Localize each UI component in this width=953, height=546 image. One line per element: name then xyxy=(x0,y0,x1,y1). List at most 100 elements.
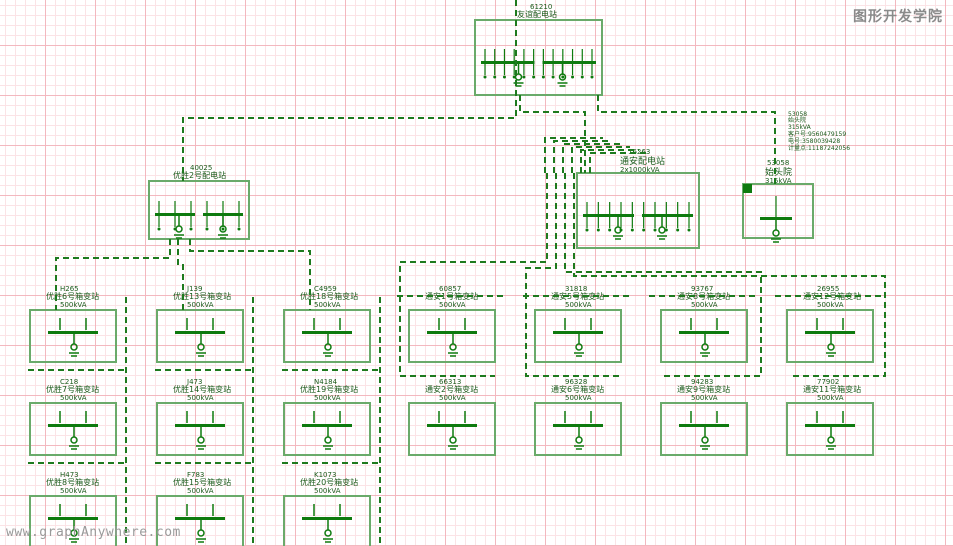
busbar xyxy=(427,424,477,427)
terminal-icon xyxy=(571,75,575,79)
ss-c-info-customer: 客户号:9560479159 xyxy=(788,130,846,138)
unit-id: F783 xyxy=(187,471,204,479)
unit-frame xyxy=(660,402,748,456)
ss-b-name: 通安配电站 xyxy=(620,155,665,167)
ss-c-substation xyxy=(742,183,814,243)
feeder-ss-b-parallel xyxy=(553,140,612,173)
unit-frame xyxy=(283,309,371,363)
transformer-icon xyxy=(175,225,183,233)
terminal-icon xyxy=(205,227,209,231)
ss-a-name: 优胜2号配电站 xyxy=(173,170,226,180)
terminal-icon xyxy=(237,227,241,231)
terminal-icon xyxy=(561,75,565,79)
transformer-icon xyxy=(324,436,332,444)
unit-name: 优胜7号箱变站 xyxy=(46,384,99,394)
unit-id: C4959 xyxy=(314,285,337,293)
unit-capacity: 500kVA xyxy=(691,394,718,402)
transformer-icon xyxy=(558,73,567,81)
unit-id: N4184 xyxy=(314,378,338,386)
transformer-icon xyxy=(449,436,457,444)
url-watermark: www.graphAnywhere.com xyxy=(6,525,181,540)
transformer-icon xyxy=(219,225,227,233)
transformer-icon xyxy=(575,436,583,444)
terminal-icon xyxy=(551,75,555,79)
busbar xyxy=(679,424,729,427)
ss-c-name: 始头院 xyxy=(765,166,792,178)
root-name: 友谊配电站 xyxy=(517,9,557,19)
unit-id: 93767 xyxy=(691,285,713,293)
unit-capacity: 500kVA xyxy=(60,487,87,495)
transformer-icon xyxy=(324,529,332,537)
unit-frame xyxy=(29,309,117,363)
unit-capacity: 500kVA xyxy=(565,394,592,402)
unit-capacity: 500kVA xyxy=(314,301,341,309)
transformer-icon xyxy=(827,343,835,351)
unit-id: 77902 xyxy=(817,378,839,386)
ss-c-info-capacity: 315kVA xyxy=(788,124,812,131)
terminal-icon xyxy=(189,227,193,231)
transformer-icon xyxy=(197,529,205,537)
busbar-right xyxy=(642,214,693,217)
unit-capacity: 500kVA xyxy=(565,301,592,309)
unit-name: 优胜8号箱变站 xyxy=(46,477,99,487)
unit-frame xyxy=(29,495,117,546)
transformer-icon xyxy=(772,229,780,237)
unit-frame xyxy=(156,402,244,456)
unit-name: 通安2号箱变站 xyxy=(425,384,478,394)
busbar xyxy=(805,331,855,334)
feeder-ss-b-u3 xyxy=(399,173,548,377)
busbar xyxy=(427,331,477,334)
unit-id: 94283 xyxy=(691,378,713,386)
unit-frame xyxy=(156,309,244,363)
unit-id: 66313 xyxy=(439,378,461,386)
transformer-icon xyxy=(449,343,457,351)
unit-name: 优胜13号箱变站 xyxy=(173,291,231,301)
feeder-ss-b-parallel xyxy=(589,152,648,173)
terminal-icon xyxy=(580,75,584,79)
busbar-right xyxy=(542,61,596,64)
transformer-icon xyxy=(70,529,78,537)
brand-watermark: 图形开发学院 xyxy=(853,9,943,25)
terminal-icon xyxy=(157,227,161,231)
busbar xyxy=(760,217,792,220)
transformer-icon xyxy=(514,73,523,81)
transformer-icon xyxy=(614,226,622,234)
feeder-ss-b-u4 xyxy=(525,173,620,377)
busbar xyxy=(553,331,603,334)
busbar xyxy=(175,517,225,520)
unit-id: H473 xyxy=(60,471,79,479)
transformer-icon xyxy=(701,343,709,351)
unit-capacity: 500kVA xyxy=(187,487,214,495)
ss-c-info-point: 计量点:11187242056 xyxy=(788,144,850,152)
unit-id: K1073 xyxy=(314,471,336,479)
unit-frame xyxy=(408,402,496,456)
unit-name: 优胜14号箱变站 xyxy=(173,384,231,394)
transformer-icon xyxy=(827,436,835,444)
unit-id: 26955 xyxy=(817,285,839,293)
ss-c-id: 53058 xyxy=(767,159,789,167)
unit-capacity: 500kVA xyxy=(60,301,87,309)
unit-id: J473 xyxy=(186,378,202,386)
unit-id: 96328 xyxy=(565,378,587,386)
busbar xyxy=(302,331,352,334)
terminal-icon xyxy=(630,228,634,232)
feeder-ss-b-parallel xyxy=(571,146,630,173)
busbar-left xyxy=(583,214,634,217)
unit-name: 通安6号箱变站 xyxy=(551,384,604,394)
unit-id: 31818 xyxy=(565,285,587,293)
unit-capacity: 500kVA xyxy=(439,394,466,402)
unit-name: 优胜6号箱变站 xyxy=(46,291,99,301)
feeder-ss-a-u2 xyxy=(189,239,311,310)
terminal-icon xyxy=(585,228,589,232)
ss-a-substation xyxy=(148,180,250,240)
terminal-icon xyxy=(687,228,691,232)
transformer-icon xyxy=(701,436,709,444)
